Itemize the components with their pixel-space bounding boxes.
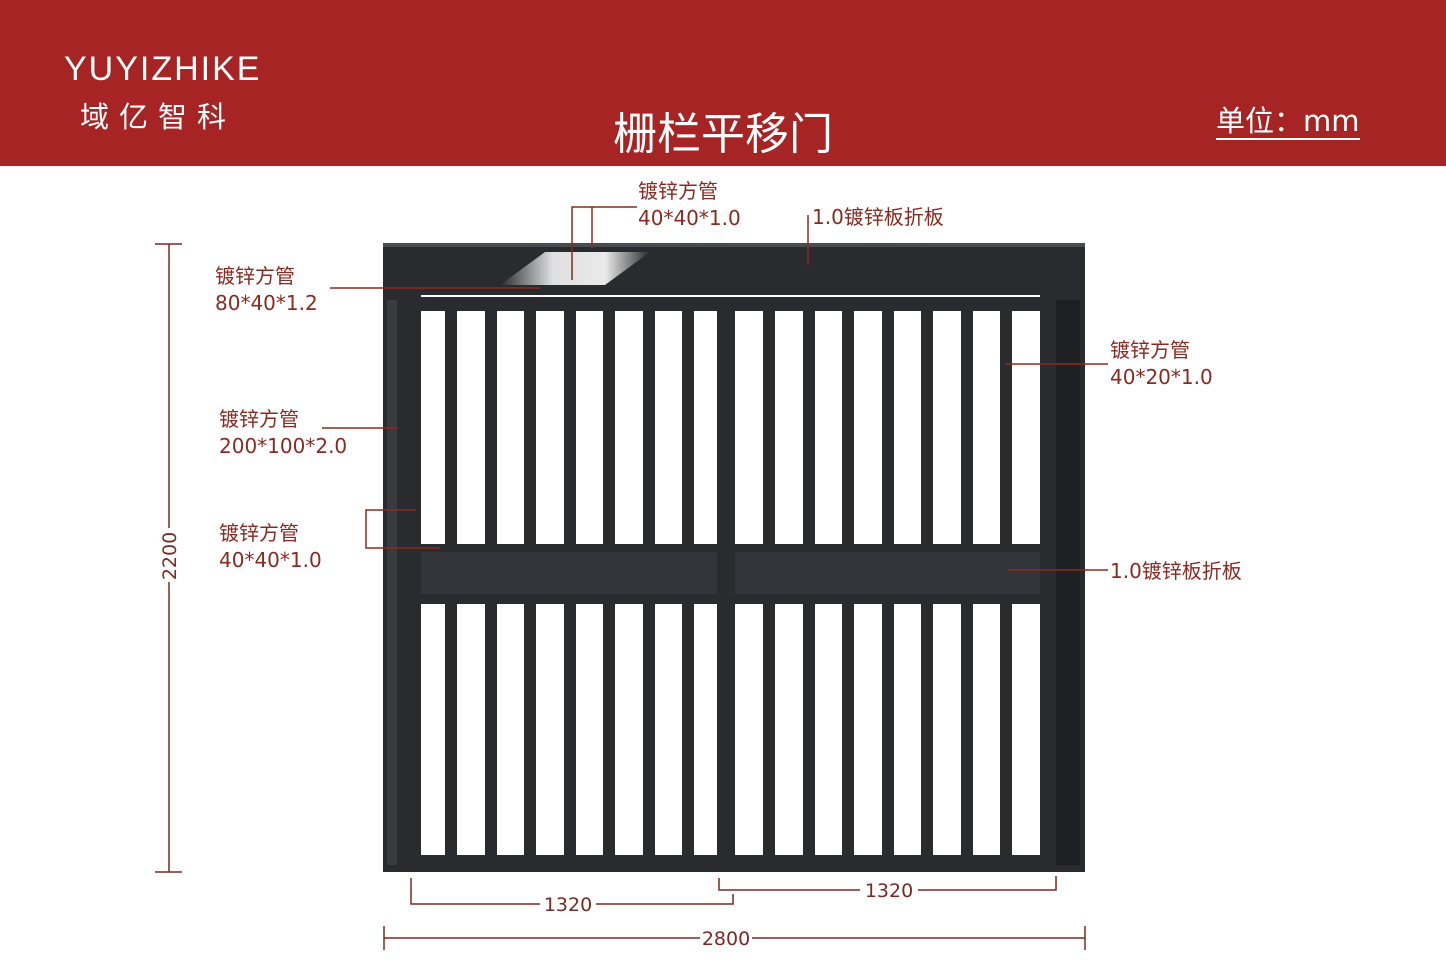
vertical-bar [524,604,536,855]
label-post-spec: 200*100*2.0 [219,434,347,458]
vertical-bar [763,311,775,544]
vertical-bar [564,311,576,544]
center-stile [717,297,735,872]
left-panel-dim-left [410,878,540,905]
vertical-bar [882,311,894,544]
vertical-bar [603,311,615,544]
dimension-left-panel: 1320 [544,894,592,916]
vertical-bar [485,604,497,855]
vertical-bar [564,604,576,855]
vertical-bar [921,604,933,855]
brand-name-english: YUYIZHIKE [64,50,262,88]
vertical-bar [603,604,615,855]
leader-lines [322,206,1108,571]
dimension-total-width: 2800 [702,928,750,950]
page-title: 栅栏平移门 [613,109,833,160]
top-beam-edge [383,243,1085,247]
top-beam [383,245,1085,295]
vertical-bar [1000,604,1012,855]
vertical-bar [445,311,457,544]
label-mid-tube-spec: 40*40*1.0 [219,548,322,572]
vertical-bar [842,604,854,855]
left-post-face [387,300,397,865]
gate-frame [383,243,1085,872]
label-mid-tube-name: 镀锌方管 [219,521,299,545]
vertical-bar [961,311,973,544]
label-top-tube-spec: 40*40*1.0 [638,206,741,230]
vertical-bar [961,604,973,855]
vertical-bar [842,311,854,544]
vertical-bars [445,311,1012,855]
vertical-bar [485,311,497,544]
top-beam-highlight [500,252,650,285]
vertical-bar [643,311,655,544]
vertical-bar [445,604,457,855]
right-panel-dim-right [918,876,1057,891]
vertical-bar [524,311,536,544]
right-panel-dim-left [718,878,860,891]
dimension-lines [155,243,1086,950]
left-panel-dim-right [596,894,734,905]
label-bar-spec: 40*20*1.0 [1110,365,1213,389]
brand-name-chinese: 域亿智科 [80,100,237,134]
leader-top-tube [571,206,637,280]
vertical-bar [682,311,694,544]
vertical-bar [643,604,655,855]
label-bar-name: 镀锌方管 [1110,338,1190,362]
vertical-bar [921,311,933,544]
dimension-height: 2200 [159,532,181,580]
vertical-bar [803,604,815,855]
vertical-bar [1000,311,1012,544]
label-post-name: 镀锌方管 [219,407,299,431]
right-post-face [1056,300,1080,865]
vertical-bar [803,311,815,544]
label-top-fold: 1.0镀锌板折板 [812,205,944,229]
label-beam-name: 镀锌方管 [215,264,295,288]
vertical-bar [882,604,894,855]
label-beam-spec: 80*40*1.2 [215,291,318,315]
dimension-right-panel: 1320 [865,880,913,902]
gate-drawing: 镀锌方管 40*40*1.0 1.0镀锌板折板 镀锌方管 80*40*1.2 镀… [155,179,1242,950]
vertical-bar [682,604,694,855]
header-banner: YUYIZHIKE 域亿智科 栅栏平移门 单位：mm [0,0,1446,166]
vertical-bar [763,604,775,855]
unit-label: 单位：mm [1216,104,1360,140]
leader-mid-tube [365,509,440,549]
label-top-tube-name: 镀锌方管 [638,179,718,203]
label-mid-fold: 1.0镀锌板折板 [1110,559,1242,583]
